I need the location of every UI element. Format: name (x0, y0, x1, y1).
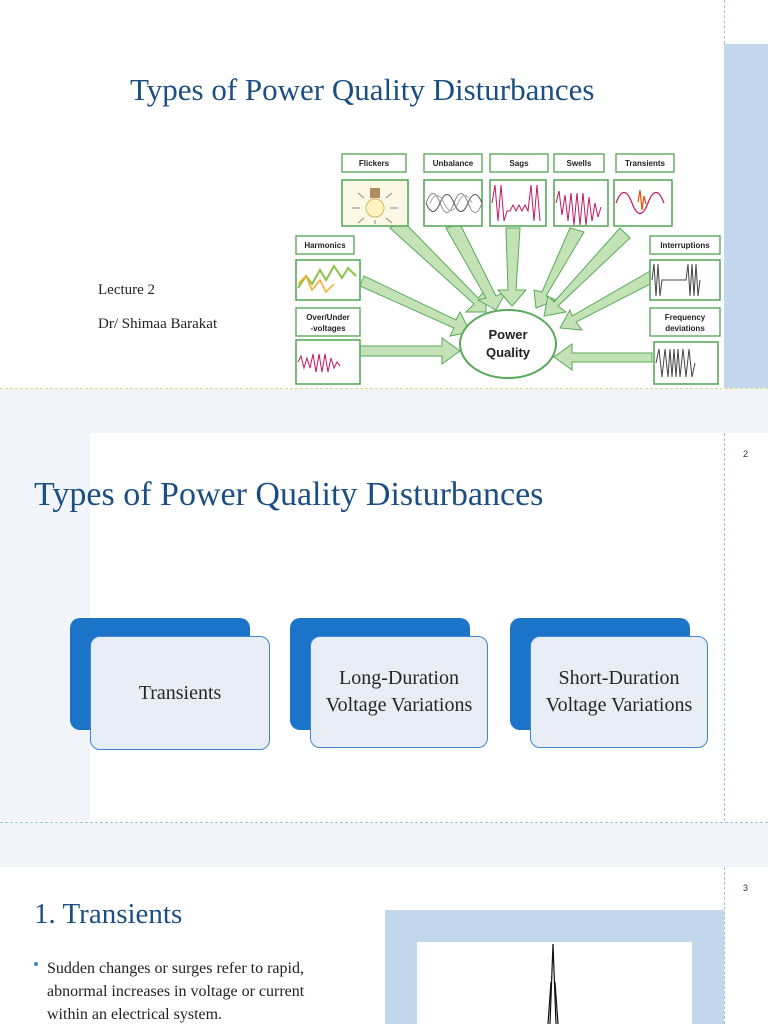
label-sags: Sags (509, 159, 529, 168)
slide1-right-bar (724, 44, 768, 388)
slide3-title: 1. Transients (34, 898, 183, 930)
slide1-title: Types of Power Quality Disturbances (130, 72, 595, 107)
lecture-label: Lecture 2 (98, 282, 156, 298)
divider (0, 822, 768, 823)
label-swells: Swells (567, 159, 592, 168)
sags-wave (491, 184, 541, 222)
label-interruptions: Interruptions (660, 241, 710, 250)
center-label-1: Power (488, 327, 527, 342)
divider (724, 433, 725, 821)
unbalance-wave (425, 193, 483, 213)
card-long-duration: Long-Duration Voltage Variations (310, 636, 488, 748)
label-freq-1: Frequency (665, 313, 706, 322)
bullet-line-1: Sudden changes or surges refer to rapid, (47, 960, 304, 977)
center-label-2: Quality (486, 345, 531, 360)
frequency-wave (655, 348, 696, 378)
bullet-line-3: within an electrical system. (47, 1006, 223, 1023)
label-overunder-2: -voltages (310, 324, 346, 333)
divider (0, 388, 768, 389)
card-transients: Transients (90, 636, 270, 750)
label-overunder-1: Over/Under (306, 313, 350, 322)
arrows (355, 219, 659, 371)
label-harmonics: Harmonics (304, 241, 346, 250)
label-transients: Transients (625, 159, 666, 168)
power-quality-node (459, 309, 557, 379)
label-freq-2: deviations (665, 324, 705, 333)
harmonics-wave (297, 264, 357, 294)
power-quality-diagram: Power Quality Flickers Unbalance Sags Sw… (295, 153, 721, 385)
slide3-page-number: 3 (743, 883, 749, 893)
transients-wave (615, 189, 665, 215)
bullet-line-2: abnormal increases in voltage or current (47, 983, 305, 1000)
divider (724, 867, 725, 1024)
transient-spike (547, 943, 559, 1024)
slide2-top-band (0, 389, 768, 433)
overunder-wave (297, 353, 341, 373)
bullet-dot (34, 962, 38, 966)
transient-waveform-plot (417, 942, 692, 1024)
divider (724, 0, 725, 44)
slide3-top-band (0, 823, 768, 867)
interruptions-wave (651, 263, 701, 297)
card-short-duration: Short-Duration Voltage Variations (530, 636, 708, 748)
label-flickers: Flickers (359, 159, 390, 168)
slide2-page-number: 2 (743, 449, 749, 459)
author-label: Dr/ Shimaa Barakat (98, 316, 218, 332)
slide2-title: Types of Power Quality Disturbances (34, 476, 544, 513)
swells-wave (555, 190, 602, 226)
label-unbalance: Unbalance (433, 159, 474, 168)
bulb-icon (343, 181, 407, 225)
